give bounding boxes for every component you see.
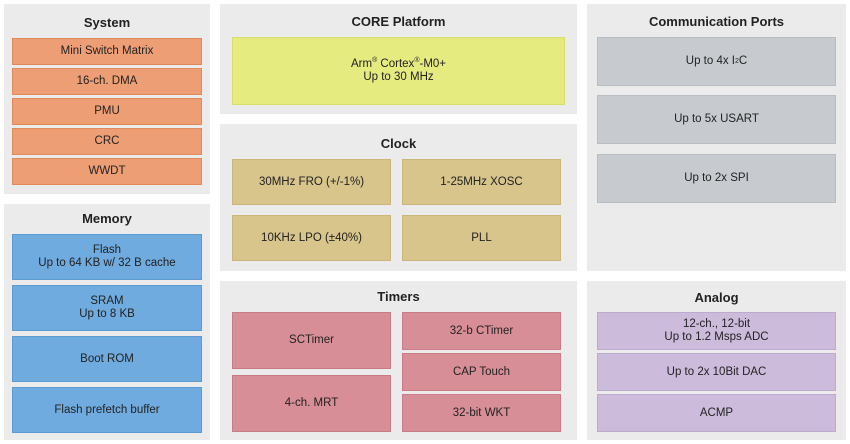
pll-block: PLL — [402, 215, 561, 261]
crc-block: CRC — [12, 128, 202, 155]
memory-panel: Memory Flash Up to 64 KB w/ 32 B cache S… — [4, 204, 210, 440]
spi-block: Up to 2x SPI — [597, 154, 836, 203]
flash-prefetch-block: Flash prefetch buffer — [12, 387, 202, 433]
analog-title: Analog — [694, 290, 739, 305]
timers-panel: Timers SCTimer 4-ch. MRT 32-b CTimer CAP… — [220, 281, 577, 440]
wwdt-block: WWDT — [12, 158, 202, 185]
core-panel: CORE Platform Arm® Cortex®-M0+ Up to 30 … — [220, 4, 577, 114]
mini-switch-matrix-block: Mini Switch Matrix — [12, 38, 202, 65]
timers-title: Timers — [377, 289, 420, 304]
acmp-block: ACMP — [597, 394, 836, 432]
memory-title: Memory — [82, 211, 132, 226]
core-title: CORE Platform — [351, 14, 446, 29]
dma-block: 16-ch. DMA — [12, 68, 202, 95]
flash-block: Flash Up to 64 KB w/ 32 B cache — [12, 234, 202, 280]
system-panel: System Mini Switch Matrix 16-ch. DMA PMU… — [4, 4, 210, 194]
xosc-block: 1-25MHz XOSC — [402, 159, 561, 205]
ctimer-block: 32-b CTimer — [402, 312, 561, 350]
analog-panel: Analog 12-ch., 12-bit Up to 1.2 Msps ADC… — [587, 281, 846, 440]
usart-block: Up to 5x USART — [597, 95, 836, 144]
pmu-block: PMU — [12, 98, 202, 125]
fro-block: 30MHz FRO (+/-1%) — [232, 159, 391, 205]
boot-rom-block: Boot ROM — [12, 336, 202, 382]
sctimer-block: SCTimer — [232, 312, 391, 369]
system-title: System — [83, 15, 131, 30]
cpu-name: Arm® Cortex®-M0+ — [350, 57, 447, 70]
cpu-block: Arm® Cortex®-M0+ Up to 30 MHz — [232, 37, 565, 105]
mrt-block: 4-ch. MRT — [232, 375, 391, 432]
cap-touch-block: CAP Touch — [402, 353, 561, 391]
adc-block: 12-ch., 12-bit Up to 1.2 Msps ADC — [597, 312, 836, 350]
dac-block: Up to 2x 10Bit DAC — [597, 353, 836, 391]
sram-block: SRAM Up to 8 KB — [12, 285, 202, 331]
clock-title: Clock — [380, 136, 417, 151]
clock-panel: Clock 30MHz FRO (+/-1%) 1-25MHz XOSC 10K… — [220, 124, 577, 271]
cpu-frequency: Up to 30 MHz — [363, 71, 434, 83]
wkt-block: 32-bit WKT — [402, 394, 561, 432]
comm-title: Communication Ports — [648, 14, 785, 29]
lpo-block: 10KHz LPO (±40%) — [232, 215, 391, 261]
